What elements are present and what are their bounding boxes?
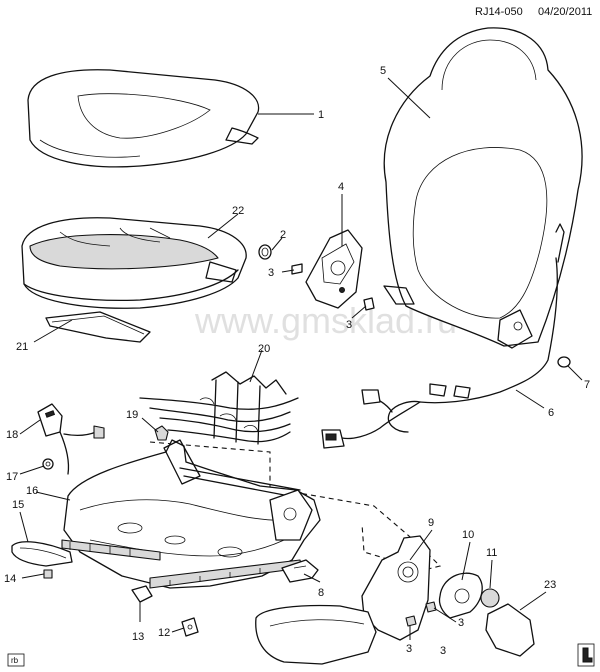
leader-22 (207, 213, 239, 239)
callout-23: 23 (544, 579, 556, 591)
callout-3: 3 (406, 643, 412, 655)
lower-shield-cover (255, 603, 535, 665)
leader-2 (271, 237, 283, 251)
diagram-date: 04/20/2011 (538, 6, 592, 18)
callout-6: 6 (548, 407, 554, 419)
revision-box: rb (7, 653, 25, 667)
trim-screw (43, 569, 53, 579)
recliner-handle (438, 572, 483, 619)
rb-label: rb (11, 656, 19, 665)
seat-wiring-harness (321, 223, 565, 449)
callout-1: 1 (318, 109, 324, 121)
leader-5 (387, 77, 431, 119)
callout-9: 9 (428, 517, 434, 529)
harness-retainer (557, 356, 571, 368)
handle-cap (480, 588, 500, 608)
callout-15: 15 (12, 499, 24, 511)
callout-21: 21 (16, 341, 28, 353)
leader-11 (489, 559, 493, 589)
nut-part (154, 425, 169, 441)
callout-13: 13 (132, 631, 144, 643)
callout-19: 19 (126, 409, 138, 421)
leader-3b (351, 305, 367, 319)
leader-12 (171, 627, 185, 633)
leader-15 (19, 511, 29, 543)
leader-7 (567, 365, 583, 381)
front-trim-cover (11, 541, 73, 567)
recliner-mechanism (305, 229, 363, 309)
callout-11: 11 (486, 547, 497, 559)
callout-17: 17 (6, 471, 18, 483)
seat-belt-buckle (37, 403, 105, 475)
leader-14 (21, 573, 45, 579)
leader-3c (433, 607, 457, 623)
diagram-reference: RJ14-050 (475, 6, 523, 18)
callout-14: 14 (4, 573, 16, 585)
plug-part (258, 244, 272, 260)
callout-12: 12 (158, 627, 170, 639)
leader-18 (19, 419, 41, 435)
callout-5: 5 (380, 65, 386, 77)
callout-10: 10 (462, 529, 474, 541)
callout-3: 3 (346, 319, 352, 331)
callout-7: 7 (584, 379, 590, 391)
leader-16 (35, 491, 71, 501)
callout-3: 3 (458, 617, 464, 629)
anchor-nut (42, 458, 54, 470)
seat-cushion-pad (21, 217, 247, 309)
leader-9 (409, 529, 433, 561)
leader-10 (461, 541, 471, 581)
callout-16: 16 (26, 485, 38, 497)
leader-6 (515, 389, 545, 409)
callout-4: 4 (338, 181, 344, 193)
rail-clip (131, 585, 153, 603)
leader-21 (33, 319, 73, 343)
cushion-trim-panel (45, 311, 151, 343)
shield-screw (405, 601, 437, 627)
leader-8 (303, 573, 321, 583)
leader-20 (249, 349, 263, 383)
callout-20: 20 (258, 343, 270, 355)
side-shield (361, 535, 431, 641)
rail-bumper (181, 617, 199, 637)
callout-3: 3 (268, 267, 274, 279)
leader-23 (519, 591, 547, 611)
leader-19 (141, 417, 159, 433)
leader-17 (19, 465, 45, 475)
callout-22: 22 (232, 205, 244, 217)
callout-2: 2 (280, 229, 286, 241)
seat-frame (61, 439, 321, 589)
callout-3: 3 (440, 645, 446, 657)
leader-3a (281, 269, 295, 273)
seat-icon (577, 643, 595, 667)
seat-cushion-cover (27, 69, 260, 168)
callout-18: 18 (6, 429, 18, 441)
seat-back (383, 27, 583, 349)
seat-spring-mat (139, 371, 299, 445)
callout-8: 8 (318, 587, 324, 599)
